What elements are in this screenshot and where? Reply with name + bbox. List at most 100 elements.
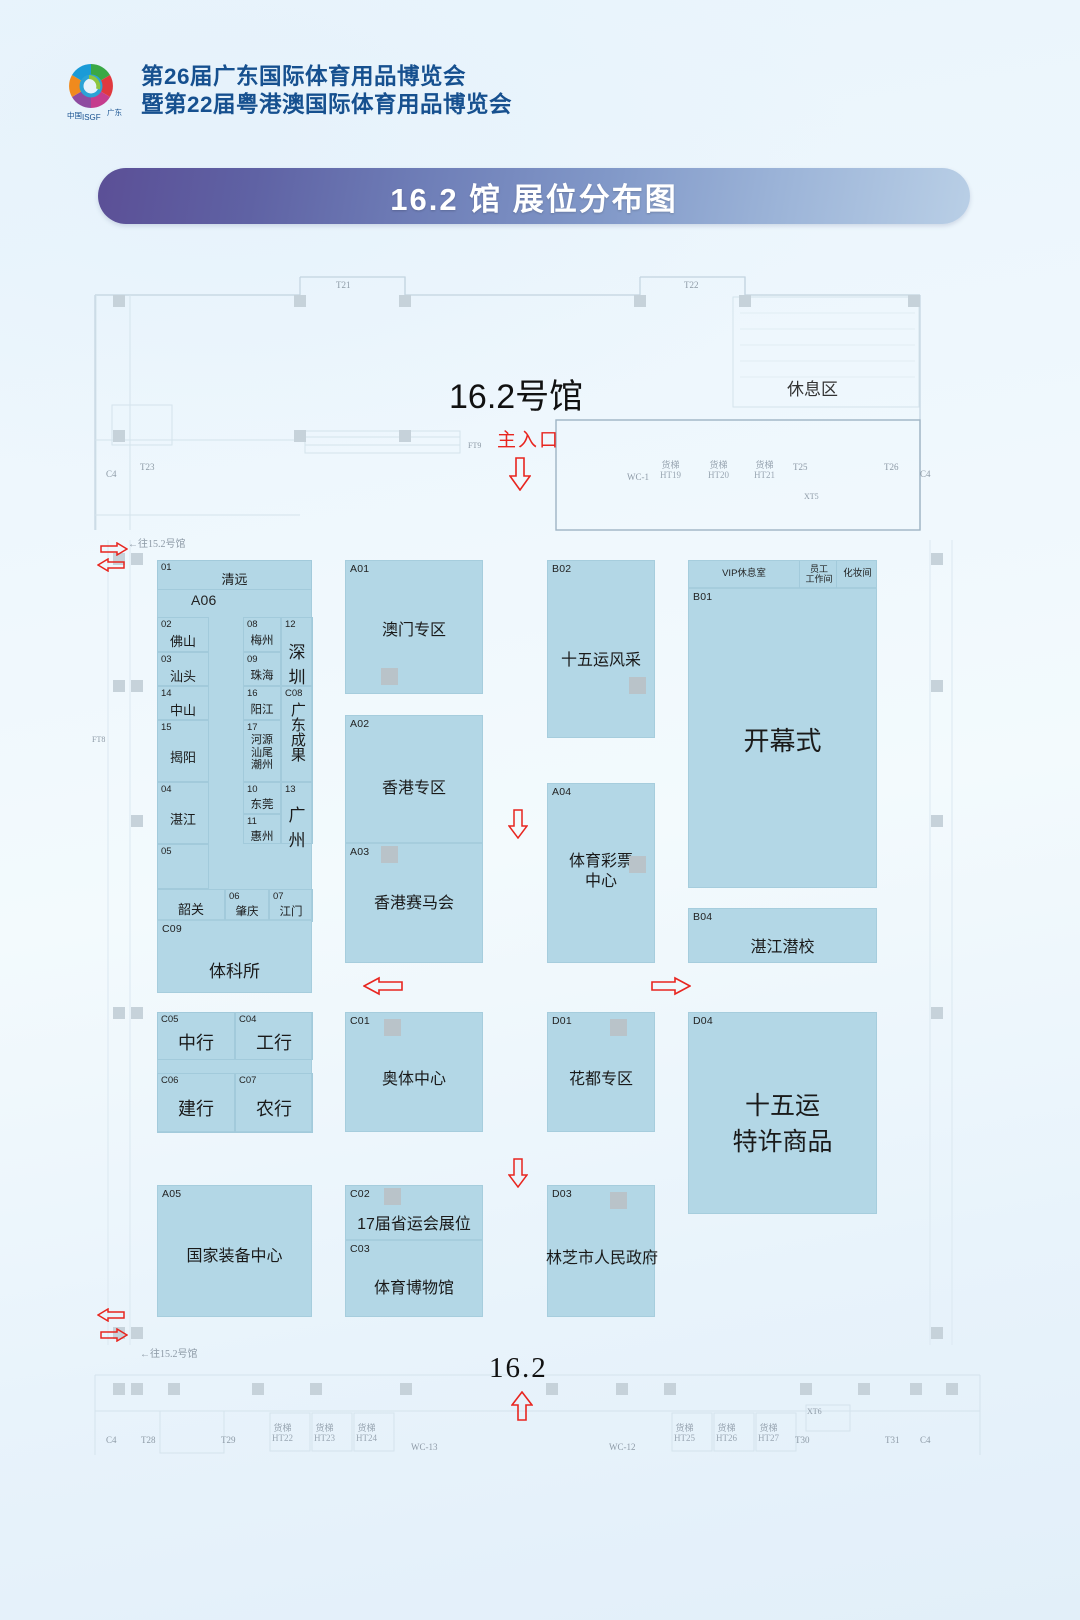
facility-label-ft9: FT9 bbox=[468, 441, 482, 450]
cell-07-jiangmen[interactable]: 07 江门 bbox=[269, 889, 313, 922]
booth-a05-code: A05 bbox=[162, 1188, 182, 1200]
facility-label-t22: T22 bbox=[684, 280, 699, 290]
cell-08-meizhou[interactable]: 08 梅州 bbox=[243, 617, 281, 652]
vip-rooms-strip[interactable]: VIP休息室 员工 工作间 化妆间 bbox=[688, 560, 877, 588]
booth-a04-name: 体育彩票 中心 bbox=[568, 853, 633, 890]
facility-label-wc1: WC-1 bbox=[627, 472, 649, 482]
cell-c08-name: 广东成果 bbox=[288, 702, 306, 762]
booth-c07-name: 农行 bbox=[256, 1099, 292, 1119]
facility-label-wc12: WC-12 bbox=[609, 1442, 636, 1452]
cell-06-zhaoqing[interactable]: 06 肇庆 bbox=[225, 889, 269, 922]
cell-03-shantou[interactable]: 03 汕头 bbox=[157, 652, 209, 686]
booth-a03[interactable]: A03 香港赛马会 bbox=[345, 843, 483, 963]
to-hall-15-2-top-label: ←往15.2号馆 bbox=[128, 539, 186, 550]
booth-d04[interactable]: D04 十五运 特许商品 bbox=[688, 1012, 877, 1214]
booth-a04-code: A04 bbox=[552, 786, 572, 798]
cell-11-name: 惠州 bbox=[250, 831, 274, 843]
booth-c05[interactable]: C05 中行 bbox=[157, 1012, 235, 1060]
cell-12-shenzhen[interactable]: 12 深圳 bbox=[281, 617, 313, 687]
cell-13-name: 广州 bbox=[288, 806, 306, 850]
cell-c08-code: C08 bbox=[285, 688, 303, 699]
booth-b04[interactable]: B04 湛江潜校 bbox=[688, 908, 877, 963]
room-staff-workroom[interactable]: 员工 工作间 bbox=[799, 561, 837, 588]
cell-02-name: 佛山 bbox=[169, 634, 196, 649]
facility-label-c4-left: C4 bbox=[106, 469, 117, 479]
lift-ht26: 货梯 HT26 bbox=[716, 1423, 737, 1444]
booth-a01[interactable]: A01 澳门专区 bbox=[345, 560, 483, 694]
lift-ht20-cn: 货梯 bbox=[709, 460, 728, 470]
lift-ht22: 货梯 HT22 bbox=[272, 1423, 293, 1444]
facility-label-c4-bottom-left: C4 bbox=[106, 1435, 117, 1445]
lift-ht19-cn: 货梯 bbox=[661, 460, 680, 470]
booth-c03[interactable]: C03 体育博物馆 bbox=[345, 1240, 483, 1317]
lift-ht21: 货梯 HT21 bbox=[754, 460, 775, 481]
booth-d03[interactable]: D03 林芝市人民政府 bbox=[546, 1185, 658, 1317]
booth-b01[interactable]: B01 开幕式 bbox=[688, 588, 877, 888]
cell-09-code: 09 bbox=[247, 654, 258, 665]
lift-ht26-id: HT26 bbox=[716, 1433, 737, 1444]
booth-b02[interactable]: B02 十五运风采 bbox=[547, 560, 655, 738]
cell-11-code: 11 bbox=[247, 816, 257, 827]
room-makeup-label: 化妆间 bbox=[843, 568, 872, 579]
cell-03-name: 汕头 bbox=[169, 669, 196, 684]
booth-d01[interactable]: D01 花都专区 bbox=[547, 1012, 655, 1132]
page-title-banner: 16.2 馆 展位分布图 bbox=[98, 168, 970, 224]
lift-ht21-id: HT21 bbox=[754, 470, 775, 481]
cell-shaoguan[interactable]: 韶关 bbox=[157, 889, 225, 922]
svg-text:广东: 广东 bbox=[107, 107, 122, 117]
booth-c03-name: 体育博物馆 bbox=[373, 1280, 454, 1297]
lift-ht20: 货梯 HT20 bbox=[708, 460, 729, 481]
booth-c04[interactable]: C04 工行 bbox=[235, 1012, 313, 1060]
cell-09-zhuhai[interactable]: 09 珠海 bbox=[243, 652, 281, 686]
booth-a05[interactable]: A05 国家装备中心 bbox=[157, 1185, 312, 1317]
cell-17-heyuan-shanwei-chaozhou[interactable]: 17 河源 汕尾 潮州 bbox=[243, 720, 281, 782]
facility-label-t25: T25 bbox=[793, 462, 808, 472]
booth-a06-block[interactable]: 01 清远 A06 02 佛山 03 汕头 14 中山 15 揭阳 04 湛江 … bbox=[157, 560, 313, 922]
lift-ht27-cn: 货梯 bbox=[759, 1423, 778, 1433]
facility-label-c4-right: C4 bbox=[920, 469, 931, 479]
booth-a04[interactable]: A04 体育彩票 中心 bbox=[547, 783, 655, 963]
cell-05-code: 05 bbox=[161, 846, 172, 857]
lift-ht19: 货梯 HT19 bbox=[660, 460, 681, 481]
cell-15-jieyang[interactable]: 15 揭阳 bbox=[157, 720, 209, 782]
cell-11-huizhou[interactable]: 11 惠州 bbox=[243, 814, 281, 844]
booth-d04-name: 十五运 特许商品 bbox=[732, 1092, 833, 1157]
room-vip-lounge-label: VIP休息室 bbox=[722, 568, 766, 579]
cell-16-yangjiang[interactable]: 16 阳江 bbox=[243, 686, 281, 720]
lift-ht22-cn: 货梯 bbox=[273, 1423, 292, 1433]
booth-c06-name: 建行 bbox=[178, 1099, 214, 1119]
room-staff-workroom-label: 员工 工作间 bbox=[805, 564, 833, 585]
booth-c06[interactable]: C06 建行 bbox=[157, 1073, 235, 1133]
facility-label-t28: T28 bbox=[141, 1435, 156, 1445]
booth-c01-code: C01 bbox=[350, 1015, 370, 1027]
cell-13-guangzhou[interactable]: 13 广州 bbox=[281, 782, 313, 850]
booth-a01-code: A01 bbox=[350, 563, 370, 575]
cell-10-dongguan[interactable]: 10 东莞 bbox=[243, 782, 281, 814]
booth-c09[interactable]: C09 体科所 bbox=[157, 920, 312, 993]
booth-b02-name: 十五运风采 bbox=[560, 652, 641, 669]
lift-ht27: 货梯 HT27 bbox=[758, 1423, 779, 1444]
svg-text:中国: 中国 bbox=[67, 110, 82, 120]
booth-a02[interactable]: A02 香港专区 bbox=[345, 715, 483, 843]
rest-zone-label: 休息区 bbox=[787, 380, 838, 399]
booth-a03-name: 香港赛马会 bbox=[373, 895, 454, 912]
booth-c02-code: C02 bbox=[350, 1188, 370, 1200]
booth-b04-code: B04 bbox=[693, 911, 713, 923]
booth-d01-name: 花都专区 bbox=[568, 1071, 633, 1088]
cell-c08-guangdong-chengguo[interactable]: C08 广东成果 bbox=[281, 686, 313, 782]
page-title: 16.2 馆 展位分布图 bbox=[390, 181, 678, 217]
cell-01-qingyuan[interactable]: 01 清远 bbox=[157, 560, 312, 590]
cell-05[interactable]: 05 bbox=[157, 844, 209, 889]
cell-14-zhongshan[interactable]: 14 中山 bbox=[157, 686, 209, 720]
booth-c07[interactable]: C07 农行 bbox=[235, 1073, 313, 1133]
svg-text:ISGF: ISGF bbox=[82, 113, 101, 122]
booth-c02[interactable]: C02 17届省运会展位 bbox=[345, 1185, 483, 1240]
booth-c05-code: C05 bbox=[161, 1014, 179, 1025]
cell-09-name: 珠海 bbox=[250, 670, 274, 682]
booth-c01[interactable]: C01 奥体中心 bbox=[345, 1012, 483, 1132]
facility-label-t26: T26 bbox=[884, 462, 899, 472]
cell-02-code: 02 bbox=[161, 619, 172, 630]
facility-label-t29: T29 bbox=[221, 1435, 236, 1445]
cell-04-zhanjiang[interactable]: 04 湛江 bbox=[157, 782, 209, 844]
cell-02-foshan[interactable]: 02 佛山 bbox=[157, 617, 209, 652]
